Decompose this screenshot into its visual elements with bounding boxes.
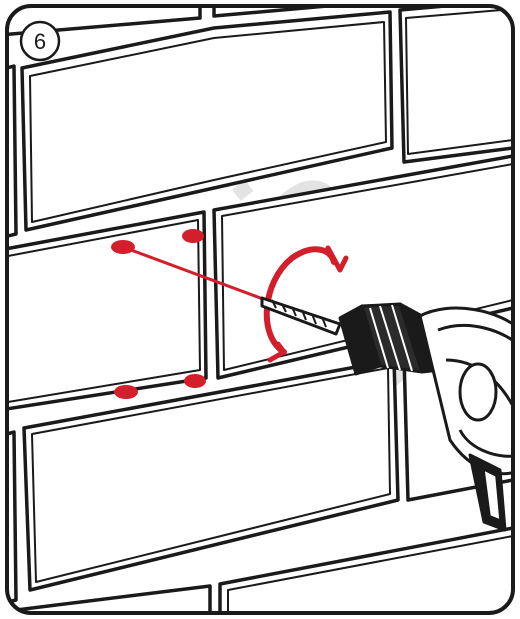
wall-tile — [405, 8, 513, 155]
panel-border — [5, 4, 515, 615]
drill-mark-dot — [182, 229, 204, 243]
wall-tile — [398, 6, 513, 164]
drill-mark-dot — [114, 385, 138, 399]
wall-tile — [227, 535, 513, 613]
wall-tile — [221, 163, 513, 371]
step-number-badge: 6 — [19, 20, 61, 62]
step-number-text: 6 — [34, 29, 46, 54]
drill-guide-line — [122, 245, 283, 308]
wall-tile — [218, 526, 513, 613]
drill-mark-dot — [184, 374, 206, 388]
wall-tile — [7, 584, 212, 613]
power-drill-icon — [260, 296, 513, 532]
wall-tile — [31, 367, 391, 583]
clockwise-rotation-arrow-icon — [263, 245, 349, 363]
wall-tile — [29, 21, 387, 223]
wall-tile — [20, 10, 394, 232]
wall-tile — [7, 210, 208, 412]
